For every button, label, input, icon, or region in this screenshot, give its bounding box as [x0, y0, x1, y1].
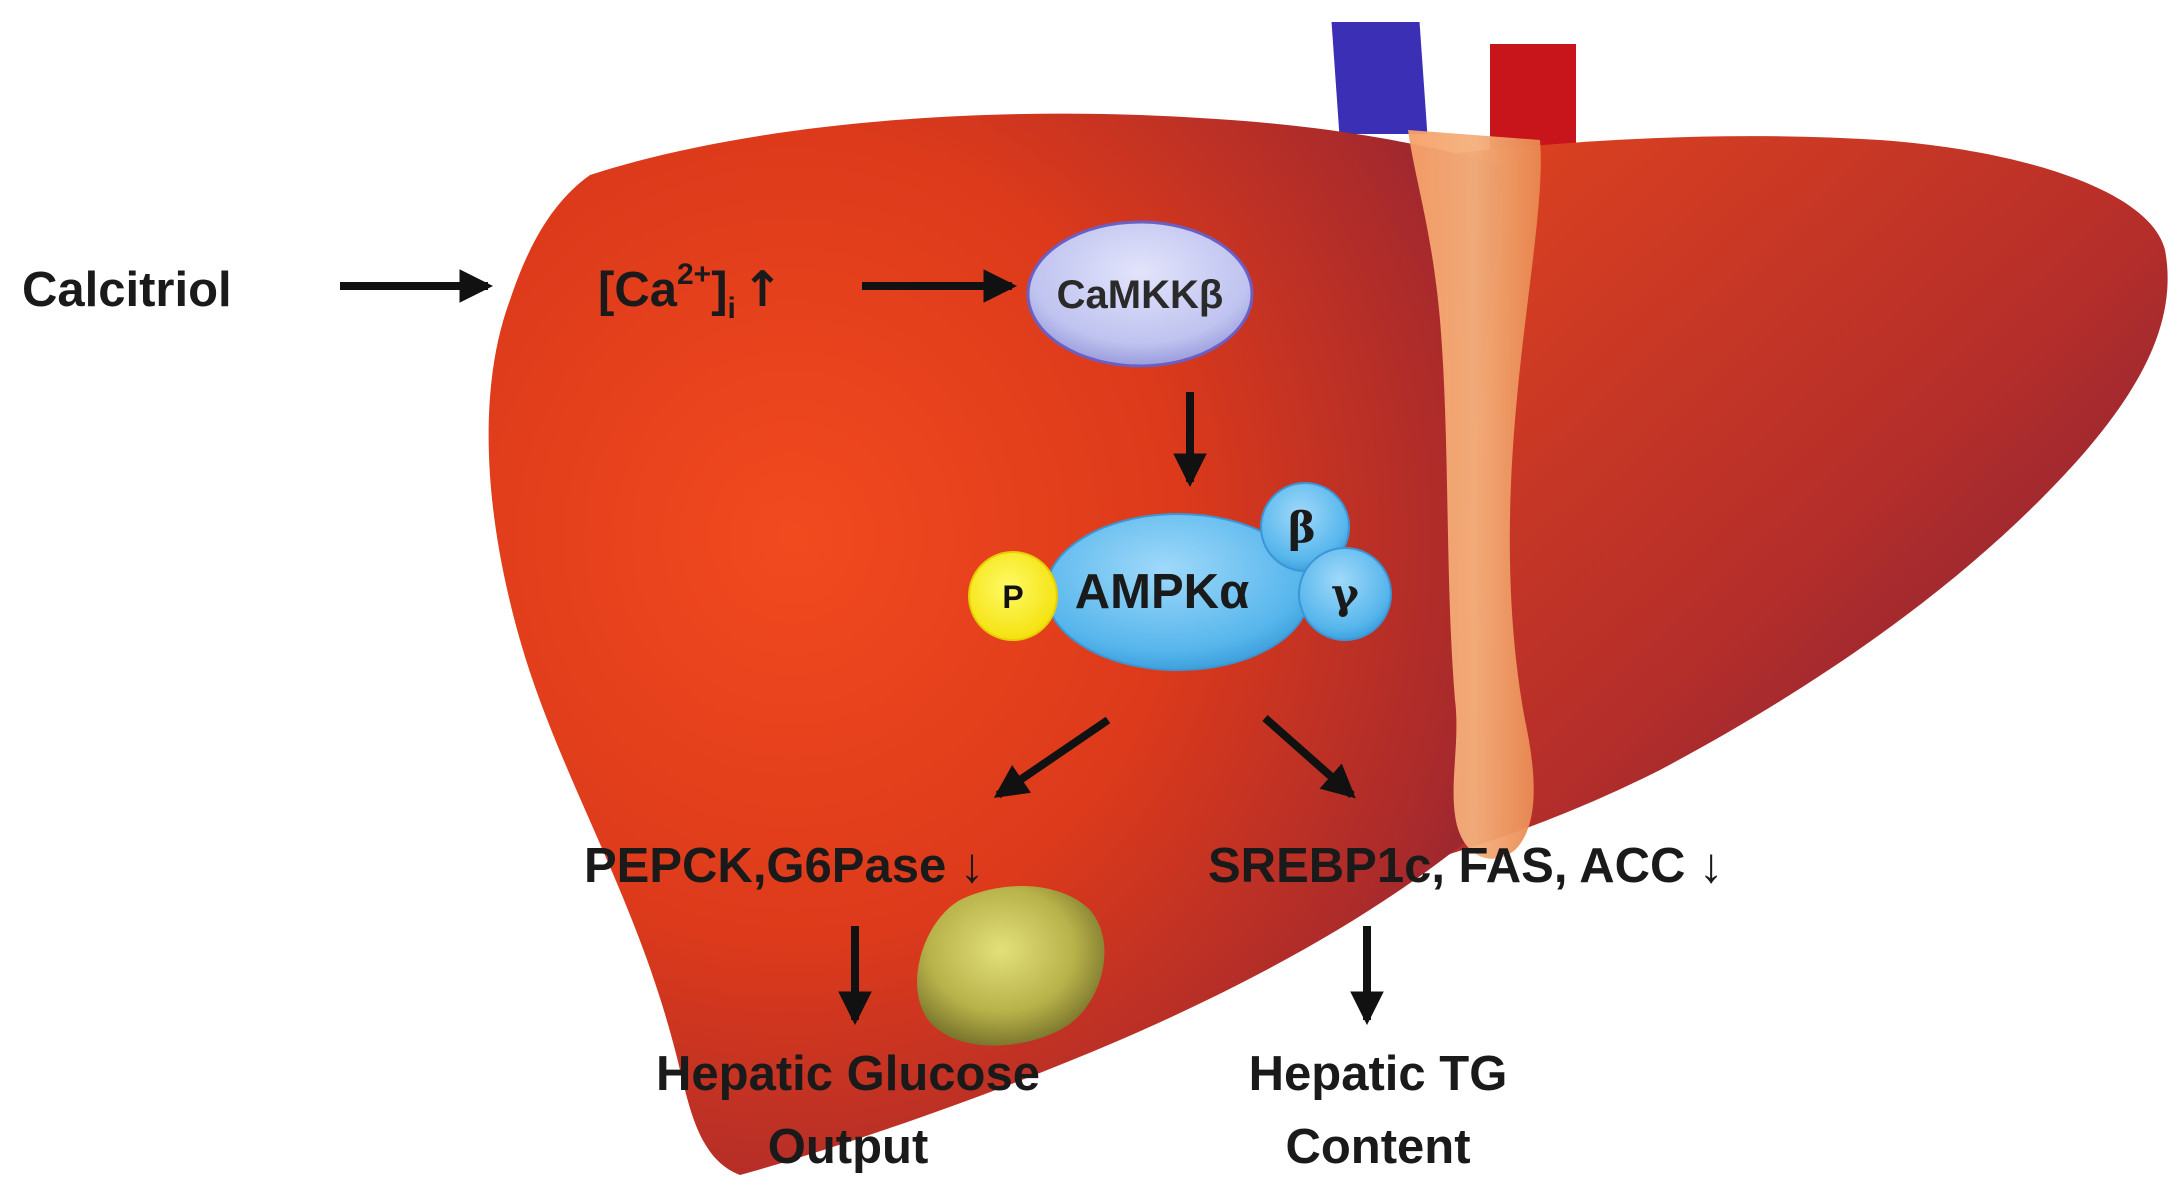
gluconeogenic-genes-label: PEPCK,G6Pase ↓ — [584, 839, 984, 893]
tg-content-label-line2: Content — [1285, 1120, 1470, 1174]
camkk-label: CaMKKβ — [1057, 273, 1224, 317]
ampk-beta-label: β — [1288, 503, 1316, 552]
camkk-node: CaMKKβ — [1026, 220, 1254, 368]
liver-main-lobe — [488, 113, 1501, 1175]
calcitriol-label: Calcitriol — [22, 263, 232, 317]
calcium-prefix: [Ca — [598, 263, 678, 317]
arrow-ampk-to-lipogenic — [1262, 715, 1356, 799]
gallbladder — [917, 886, 1105, 1046]
liver-illustration — [488, 22, 2168, 1175]
calcium-up-arrow: ↑ — [742, 261, 783, 318]
pathway-arrows — [340, 269, 1384, 1026]
ampk-complex: P AMPKα β γ — [968, 482, 1392, 671]
tg-content-label-line1: Hepatic TG — [1249, 1047, 1508, 1101]
phosphate-label: P — [1002, 579, 1023, 615]
arrow-ampk-to-gluconeogenic — [993, 716, 1111, 799]
calcium-superscript: 2+ — [677, 258, 711, 291]
ampk-label: AMPKα — [1075, 565, 1249, 619]
calcium-subscript: i — [728, 292, 736, 325]
hepatic-vein — [1331, 22, 1428, 134]
falciform-ligament — [1408, 130, 1541, 859]
intracellular-calcium-label: [Ca2+]i↑ — [598, 258, 783, 325]
glucose-output-label-line2: Output — [768, 1120, 929, 1174]
lipogenic-genes-label: SREBP1c, FAS, ACC ↓ — [1208, 839, 1724, 893]
glucose-output-label-line1: Hepatic Glucose — [656, 1047, 1040, 1101]
ampk-gamma-subunit — [1298, 547, 1392, 641]
liver-right-lobe — [1395, 136, 2168, 860]
phosphate-group — [968, 551, 1058, 641]
camkk-ellipse — [1026, 220, 1254, 368]
ampk-gamma-label: γ — [1331, 569, 1359, 618]
calcium-suffix: ] — [711, 263, 727, 317]
